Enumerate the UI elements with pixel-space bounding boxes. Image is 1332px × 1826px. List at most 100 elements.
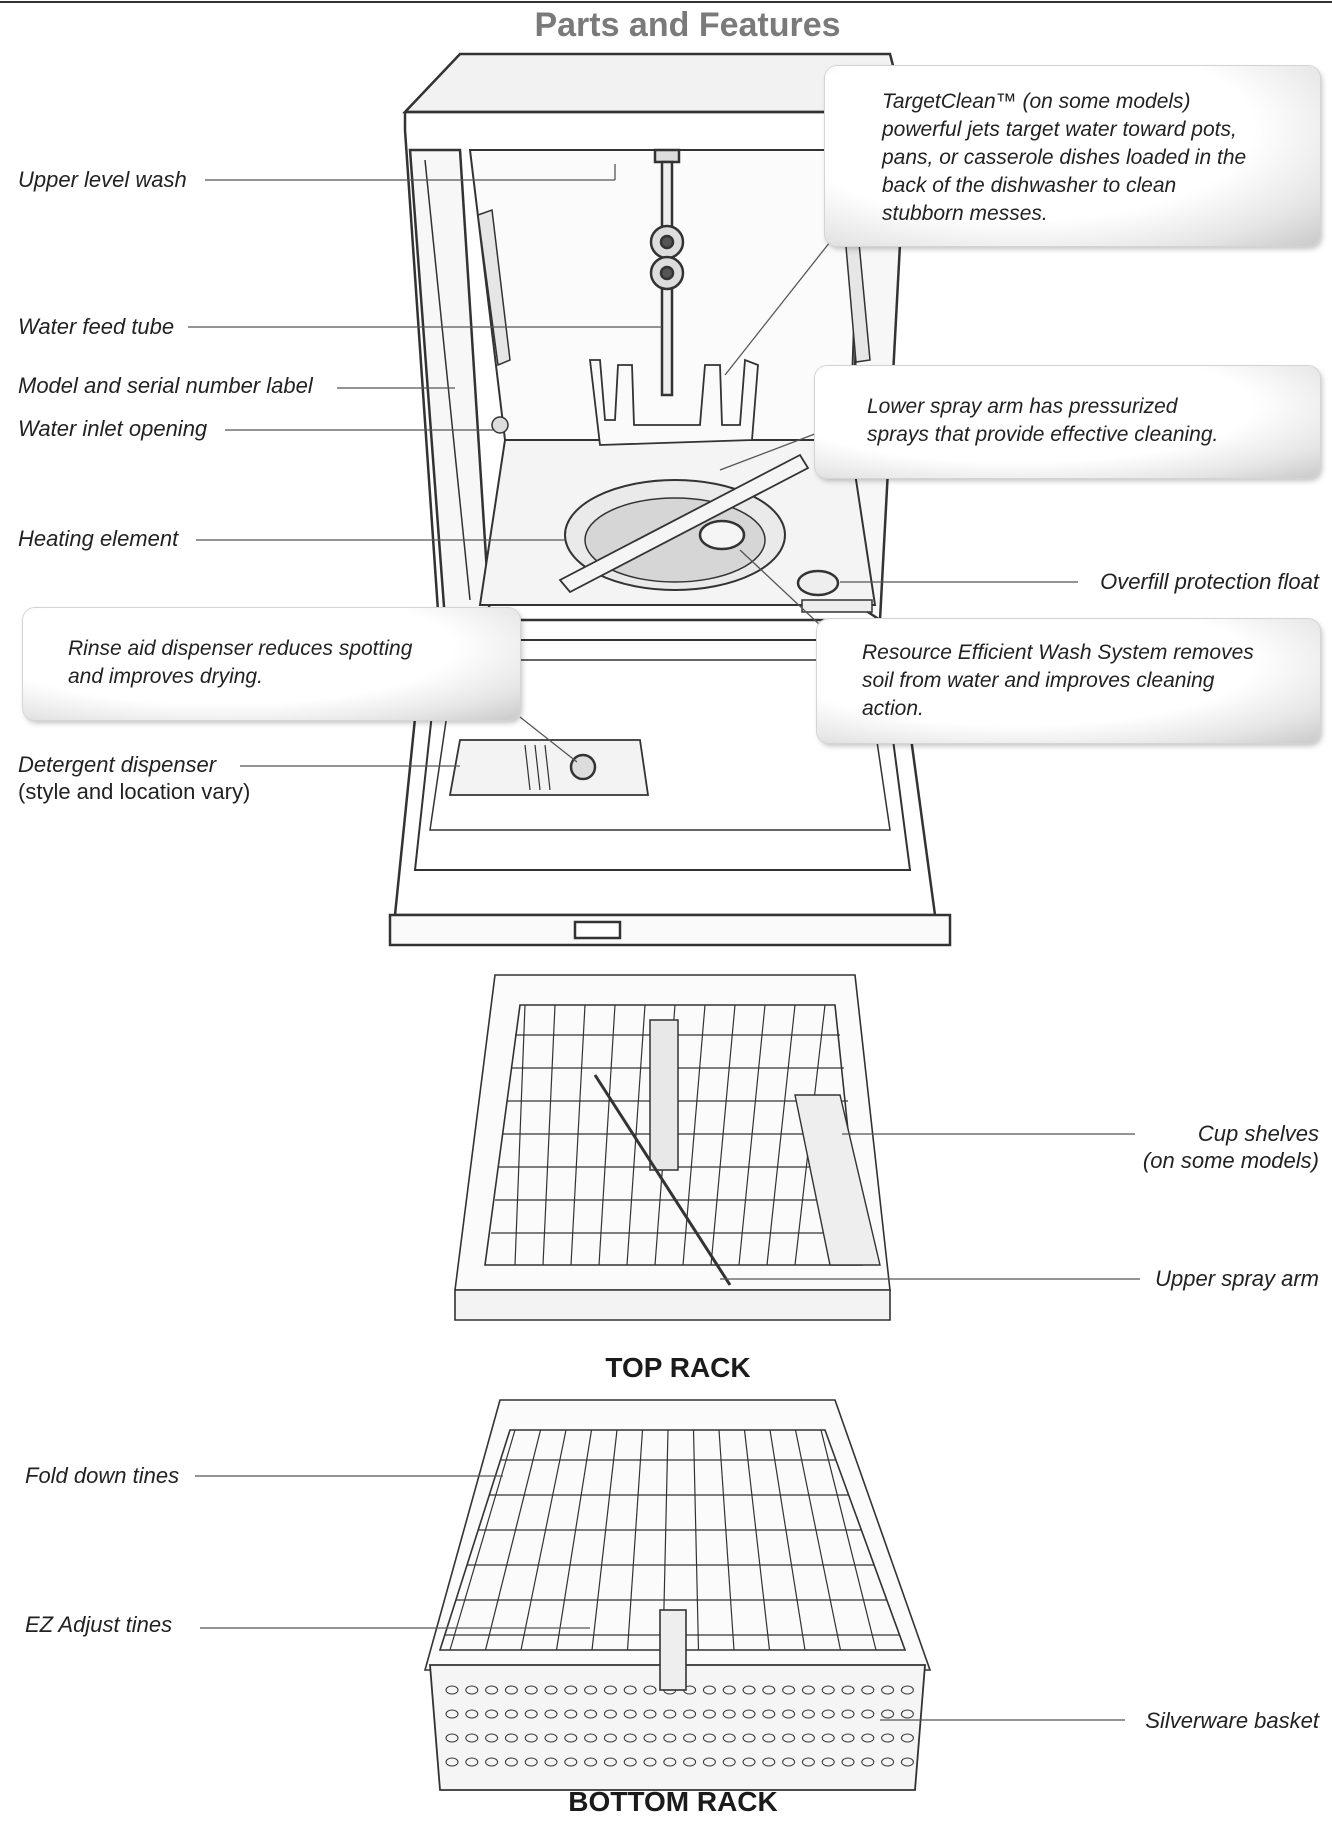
detergent-dispenser-note: (style and location vary): [18, 779, 251, 804]
basket-slot: [584, 1757, 598, 1767]
basket-slot: [821, 1685, 835, 1695]
basket-slot: [524, 1685, 538, 1695]
basket-slot: [584, 1733, 598, 1743]
lower-spray-arm-line: Lower spray arm has pressurized: [867, 395, 1178, 418]
basket-slot: [801, 1757, 815, 1767]
basket-slot: [524, 1733, 538, 1743]
basket-slot: [881, 1757, 895, 1767]
basket-slot: [465, 1709, 479, 1719]
wash-system-callout: Resource Efficient Wash System removes s…: [817, 619, 1320, 743]
leader-lines: [188, 164, 1140, 1721]
basket-slot: [584, 1709, 598, 1719]
basket-slot: [623, 1709, 637, 1719]
targetclean-line: TargetClean™ (on some models): [882, 90, 1191, 113]
basket-slot: [603, 1709, 617, 1719]
top-rack-wire: [542, 1004, 556, 1266]
basket-slot: [722, 1709, 736, 1719]
basket-slot: [643, 1733, 657, 1743]
basket-slot: [603, 1685, 617, 1695]
basket-slot: [564, 1757, 578, 1767]
lower-spray-arm-line: sprays that provide effective cleaning.: [867, 423, 1219, 446]
rinse-aid-line: Rinse aid dispenser reduces spotting: [68, 637, 413, 660]
basket-slot: [544, 1757, 558, 1767]
basket-slot: [702, 1733, 716, 1743]
basket-slot: [504, 1757, 518, 1767]
bottom-rack-tine: [743, 1429, 771, 1651]
basket-slot: [801, 1685, 815, 1695]
bottom-rack-tine: [794, 1429, 842, 1651]
fold-down-tines-label: Fold down tines: [25, 1463, 180, 1488]
basket-slot: [603, 1757, 617, 1767]
bottom-rack-tine: [484, 1429, 542, 1651]
basket-slot: [524, 1757, 538, 1767]
basket-slot: [742, 1709, 756, 1719]
basket-slot: [465, 1685, 479, 1695]
basket-slot: [623, 1733, 637, 1743]
basket-slot: [465, 1757, 479, 1767]
bottom-rack-tine: [718, 1429, 735, 1651]
basket-slot: [762, 1757, 776, 1767]
basket-slot: [524, 1709, 538, 1719]
basket-slot: [821, 1757, 835, 1767]
bottom-rack-tine: [449, 1429, 516, 1651]
basket-slot: [821, 1733, 835, 1743]
basket-slot: [544, 1709, 558, 1719]
wash-system-line: soil from water and improves cleaning: [862, 669, 1215, 692]
basket-slot: [663, 1757, 677, 1767]
upper-spray-arm-label: Upper spray arm: [1155, 1266, 1319, 1291]
basket-slot: [782, 1685, 796, 1695]
top-rack-wire: [710, 1004, 736, 1266]
basket-slot: [683, 1733, 697, 1743]
silverware-basket-label: Silverware basket: [1145, 1708, 1319, 1733]
basket-slot: [722, 1733, 736, 1743]
ez-adjust-tines-label: EZ Adjust tines: [25, 1612, 173, 1637]
basket-slot: [782, 1733, 796, 1743]
basket-slot: [504, 1733, 518, 1743]
basket-slot: [564, 1733, 578, 1743]
water-inlet-label: Water inlet opening: [18, 416, 208, 441]
bottom-rack-title: BOTTOM RACK: [568, 1786, 778, 1817]
basket-slot: [801, 1733, 815, 1743]
basket-slot: [861, 1757, 875, 1767]
basket-slot: [485, 1757, 499, 1767]
targetclean-callout: TargetClean™ (on some models) powerful j…: [825, 66, 1320, 246]
upper-level-wash-label: Upper level wash: [18, 167, 187, 192]
basket-slot: [485, 1685, 499, 1695]
basket-slot: [623, 1685, 637, 1695]
basket-slot: [564, 1709, 578, 1719]
top-rack-wire: [766, 1004, 796, 1266]
detergent-dispenser-name: Detergent dispenser: [18, 752, 217, 777]
detergent-dispenser-label: Detergent dispenser (style and location …: [18, 751, 250, 805]
basket-slot: [821, 1709, 835, 1719]
basket-slot: [782, 1757, 796, 1767]
basket-slot: [881, 1733, 895, 1743]
basket-slot: [762, 1733, 776, 1743]
top-rack-title: TOP RACK: [605, 1352, 751, 1383]
basket-slot: [782, 1709, 796, 1719]
dishwasher-body: [388, 52, 952, 947]
basket-slot: [841, 1733, 855, 1743]
basket-slot: [445, 1757, 459, 1767]
basket-slot: [603, 1733, 617, 1743]
basket-slot: [702, 1709, 716, 1719]
basket-slot: [643, 1709, 657, 1719]
basket-slot: [485, 1709, 499, 1719]
basket-slot: [445, 1709, 459, 1719]
bottom-rack-tine: [626, 1429, 644, 1651]
basket-slot: [544, 1733, 558, 1743]
basket-slot: [683, 1709, 697, 1719]
bottom-rack-tine: [769, 1429, 806, 1651]
targetclean-line: back of the dishwasher to clean: [882, 174, 1177, 197]
top-rack-drawing: [454, 974, 891, 1321]
model-serial-label: Model and serial number label: [18, 373, 313, 398]
bottom-rack-tine: [555, 1429, 593, 1651]
basket-slot: [762, 1685, 776, 1695]
basket-slot: [702, 1685, 716, 1695]
cup-shelves-name: Cup shelves: [1197, 1121, 1319, 1146]
basket-slot: [445, 1733, 459, 1743]
targetclean-line: stubborn messes.: [882, 202, 1048, 225]
top-rack-wire: [598, 1004, 616, 1266]
basket-slot: [504, 1685, 518, 1695]
lower-spray-arm-callout: Lower spray arm has pressurized sprays t…: [815, 366, 1320, 478]
